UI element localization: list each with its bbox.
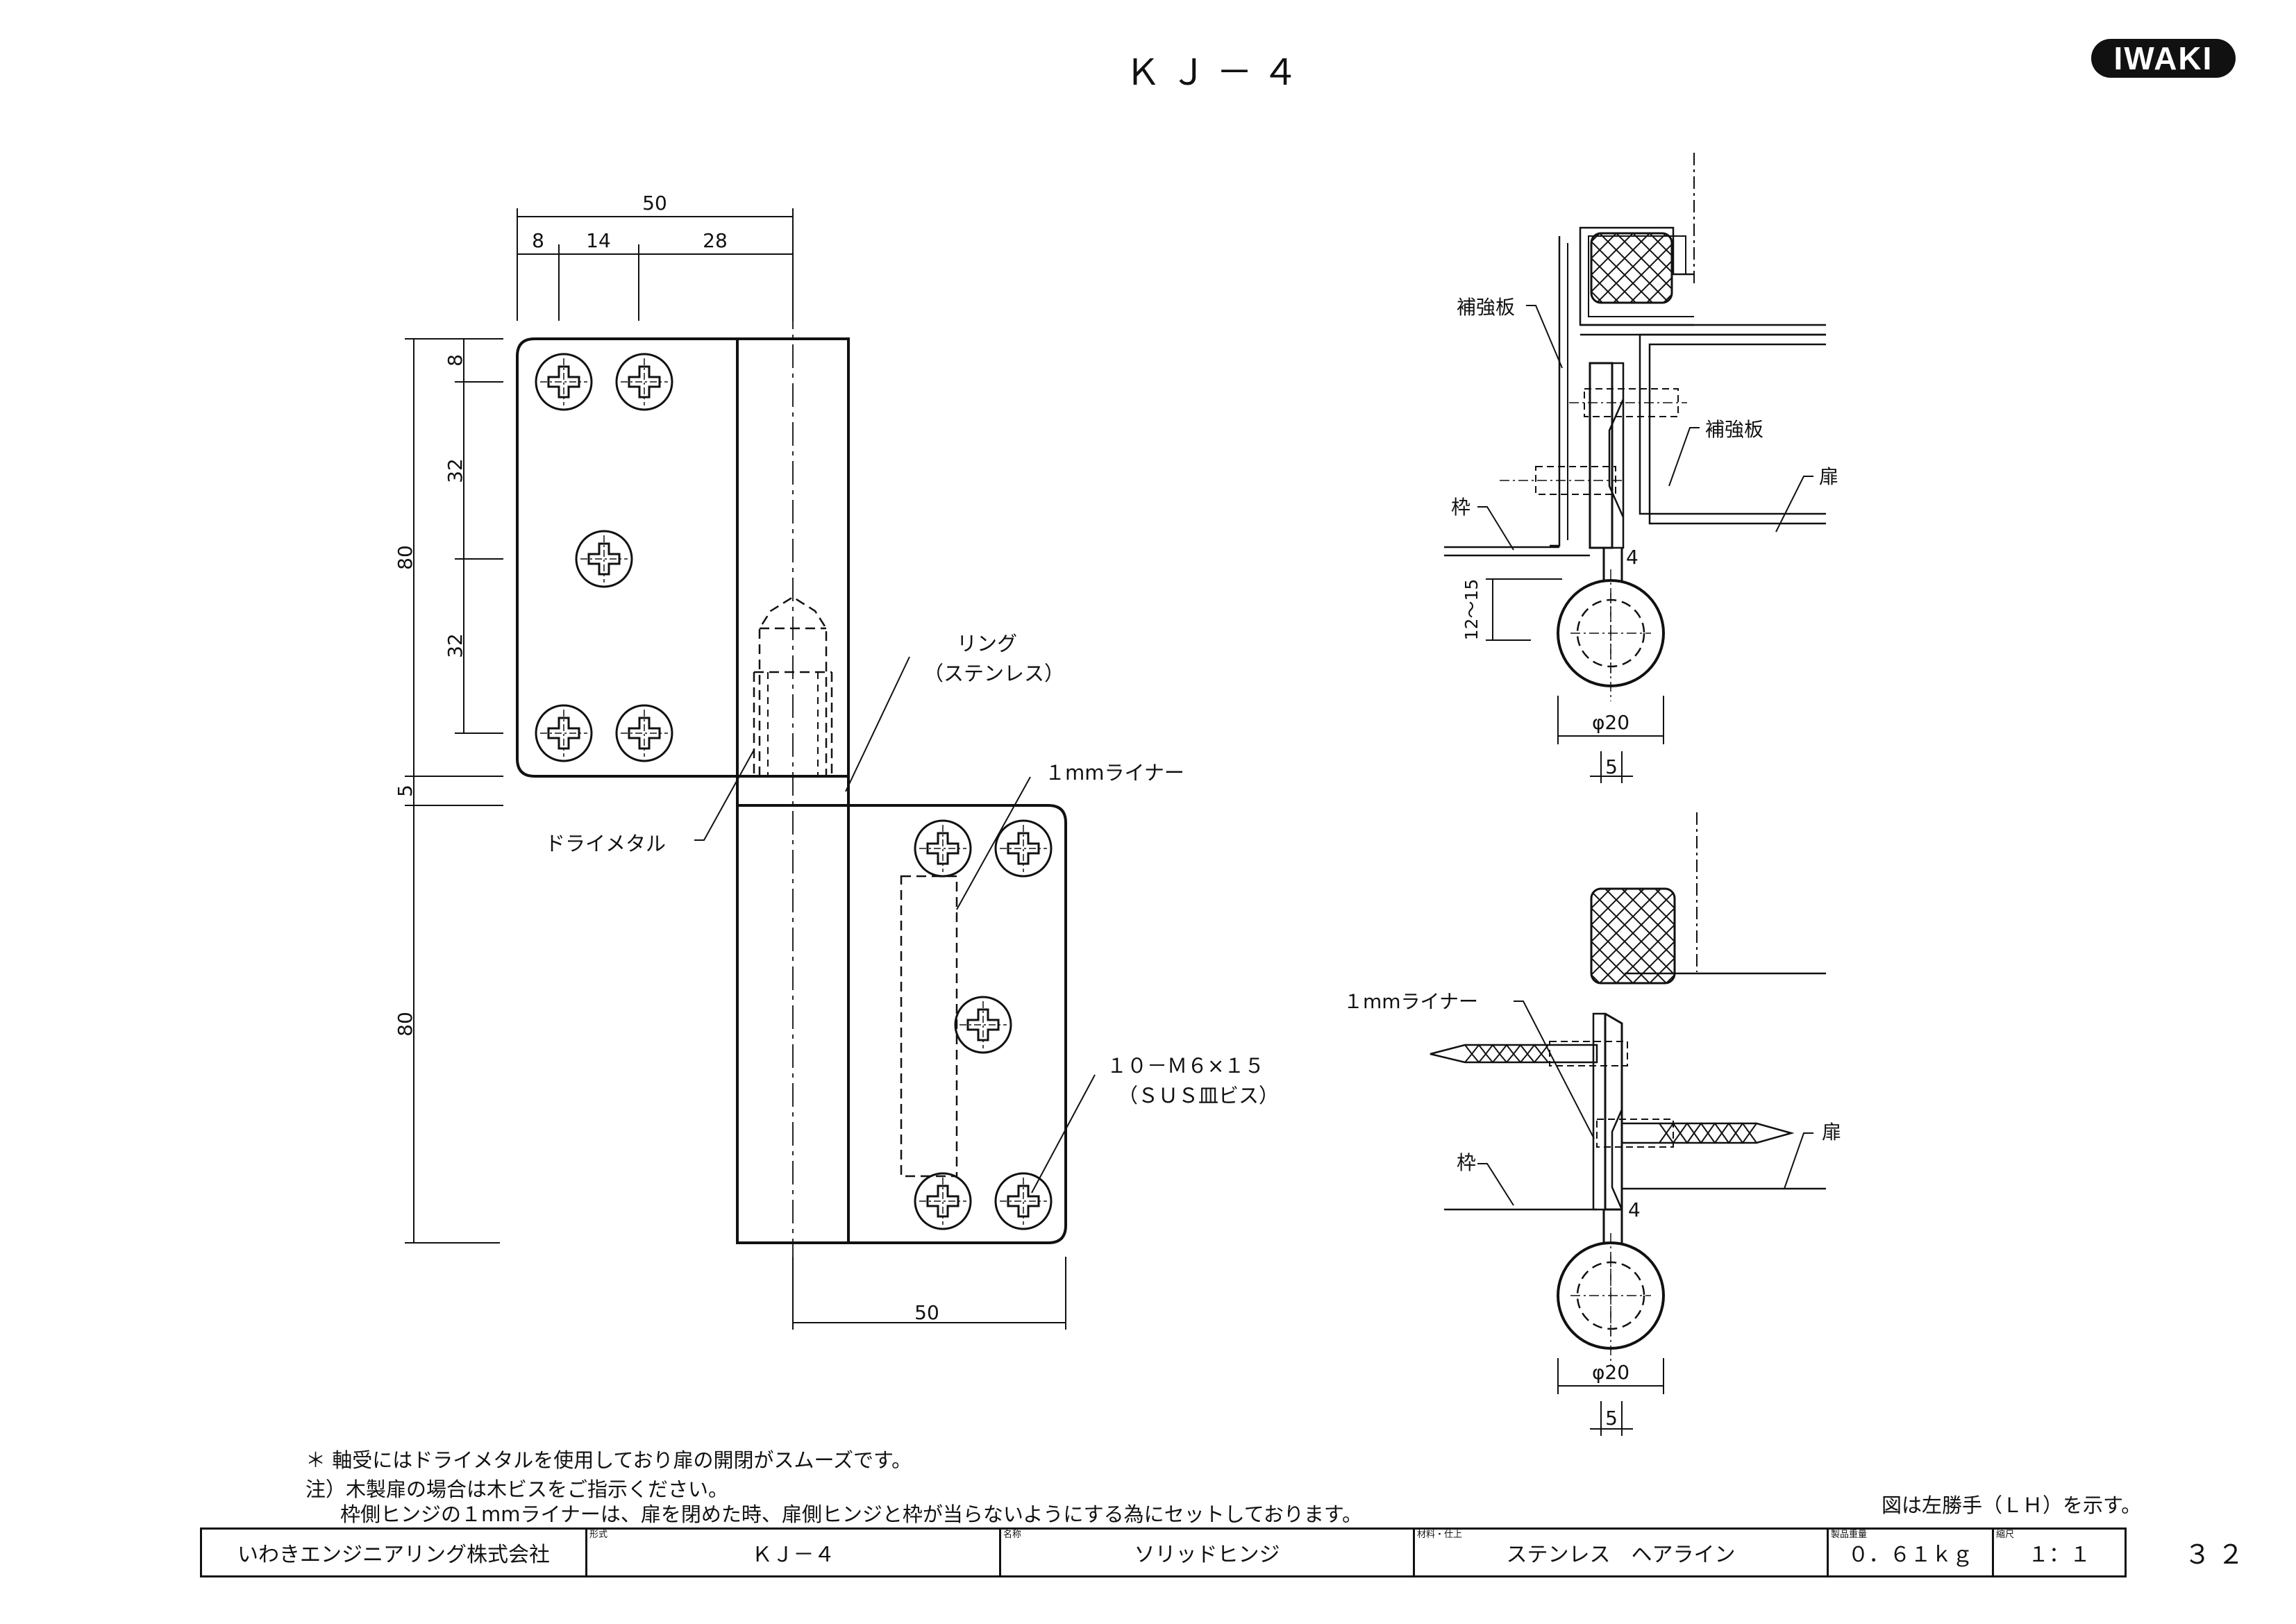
- page-number: ３２: [2184, 1539, 2252, 1570]
- note-line-1: ＊ 軸受にはドライメタルを使用しており扉の開閉がスムーズです。: [305, 1448, 912, 1472]
- scale-caption: 縮尺: [1996, 1530, 2015, 1540]
- dim-top-overall: 50: [642, 192, 667, 215]
- scale-value: １：１: [2028, 1543, 2090, 1567]
- model-value: ＫＪ－４: [751, 1543, 835, 1567]
- material-value: ステンレス ヘアライン: [1506, 1543, 1736, 1567]
- dim-top-seg1: 8: [532, 229, 544, 252]
- label-screws: １０－Ｍ６×１５: [1107, 1054, 1264, 1078]
- weight-value: ０．６１ｋｇ: [1847, 1543, 1973, 1567]
- iwaki-logo: IWAKI: [2091, 39, 2236, 78]
- label-liner-wood: １mmライナー: [1343, 990, 1478, 1013]
- dim-bottom-overall: 50: [914, 1301, 939, 1324]
- dim-wood-offset: 5: [1605, 1407, 1618, 1430]
- label-ring: リング: [957, 632, 1017, 655]
- label-frame-wood: 枠: [1457, 1151, 1476, 1174]
- dim-wood-diameter: φ20: [1592, 1361, 1629, 1384]
- dim-left-seg3: 32: [444, 633, 467, 658]
- name-value: ソリッドヒンジ: [1134, 1543, 1280, 1567]
- label-dry-metal: ドライメタル: [545, 832, 666, 855]
- dim-left-seg1: 8: [444, 354, 467, 367]
- dim-steel-gap: 4: [1626, 546, 1639, 569]
- dim-left-seg2: 32: [444, 458, 467, 483]
- dim-steel-offset: 5: [1605, 755, 1618, 778]
- front-view-dimensions: [405, 208, 1066, 1330]
- section-steel-leaders: [1477, 305, 1813, 551]
- note-line-2: 注）木製扉の場合は木ビスをご指示ください。: [305, 1477, 729, 1501]
- section-steel-dimensions: [1486, 578, 1664, 783]
- dim-left-lower-leaf: 80: [394, 1012, 417, 1037]
- model-cell: 形式 ＫＪ－４: [585, 1527, 1001, 1577]
- label-ring-material: （ステンレス）: [923, 662, 1064, 685]
- note-line-3: 枠側ヒンジの１mmライナーは、扉を閉めた時、扉側ヒンジと枠が当らないようにする為…: [340, 1502, 1362, 1526]
- name-caption: 名称: [1003, 1530, 1022, 1540]
- section-steel-door: [1444, 153, 1826, 701]
- dim-top-seg2: 14: [586, 229, 611, 252]
- label-liner: １mmライナー: [1045, 761, 1184, 785]
- company-name: いわきエンジニアリング株式会社: [237, 1543, 550, 1567]
- weight-cell: 製品重量 ０．６１ｋｇ: [1827, 1527, 1994, 1577]
- front-view-hinge: [516, 305, 1067, 1323]
- label-door-steel: 扉: [1819, 465, 1838, 488]
- dim-wood-gap: 4: [1628, 1198, 1641, 1221]
- name-cell: 名称 ソリッドヒンジ: [999, 1527, 1415, 1577]
- material-caption: 材料・仕上: [1417, 1530, 1463, 1540]
- section-wooden-door: [1430, 812, 1826, 1365]
- scale-cell: 縮尺 １：１: [1992, 1527, 2127, 1577]
- material-cell: 材料・仕上 ステンレス ヘアライン: [1413, 1527, 1829, 1577]
- model-caption: 形式: [589, 1530, 608, 1540]
- hand-note: 図は左勝手（ＬＨ）を示す。: [1882, 1493, 2142, 1517]
- front-view-leaders: [694, 656, 1096, 1194]
- page-title: ＫＪ－４: [1125, 52, 1309, 94]
- title-block: いわきエンジニアリング株式会社 形式 ＫＪ－４ 名称 ソリッドヒンジ 材料・仕上…: [200, 1527, 2127, 1577]
- label-reinforce-right: 補強板: [1705, 418, 1763, 441]
- dim-top-seg3: 28: [703, 229, 728, 252]
- label-door-wood: 扉: [1822, 1121, 1841, 1144]
- label-frame-steel: 枠: [1451, 496, 1470, 519]
- section-wooden-dimensions: [1557, 1358, 1664, 1436]
- dim-left-gap: 5: [394, 785, 417, 797]
- weight-caption: 製品重量: [1831, 1530, 1868, 1540]
- section-wooden-leaders: [1477, 1001, 1813, 1206]
- label-reinforce-left: 補強板: [1457, 296, 1515, 319]
- company-cell: いわきエンジニアリング株式会社: [200, 1527, 587, 1577]
- dim-steel-diameter: φ20: [1592, 711, 1629, 734]
- label-screws-material: （ＳＵＳ皿ビス）: [1118, 1084, 1279, 1107]
- dim-steel-clearance: 12～15: [1461, 579, 1482, 641]
- dim-left-upper-leaf: 80: [394, 545, 417, 570]
